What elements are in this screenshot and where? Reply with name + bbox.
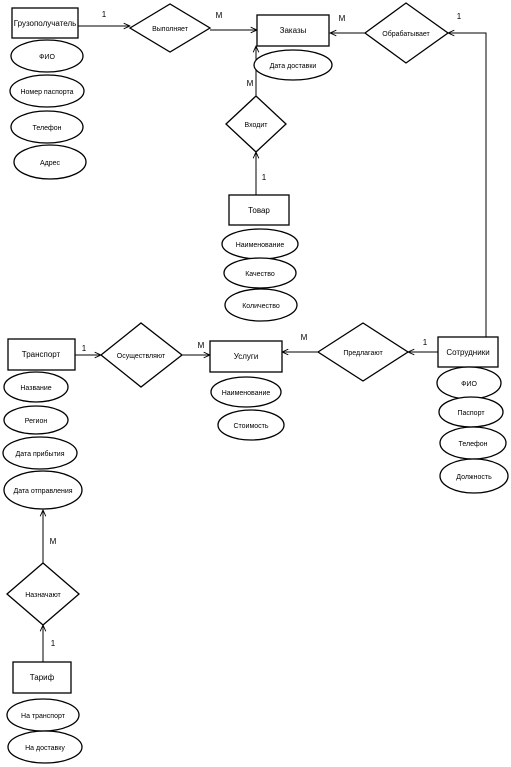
attribute-gruz-phone: Телефон — [10, 110, 84, 144]
cardinality-obrabatyvaet-left: М — [339, 14, 346, 23]
attribute-tarif-transport: На транспорт — [6, 698, 80, 732]
attribute-tovar-quality-label: Качество — [245, 271, 275, 278]
attribute-transport-region: Регион — [3, 405, 69, 435]
attribute-gruz-passport-label: Номер паспорта — [20, 89, 73, 96]
entity-sotrudniki: Сотрудники — [437, 336, 499, 368]
cardinality-osushch-right: М — [198, 341, 205, 350]
entity-uslugi: Услуги — [209, 340, 283, 373]
entity-tarif: Тариф — [12, 661, 72, 694]
attribute-gruz-fio: ФИО — [10, 39, 84, 73]
attribute-gruz-phone-label: Телефон — [32, 125, 61, 132]
attribute-transport-departure: Дата отправления — [3, 470, 83, 510]
attribute-tovar-name-label: Наименование — [236, 242, 285, 249]
cardinality-naznachaet-top: М — [50, 537, 57, 546]
entity-tovar-label: Товар — [248, 206, 270, 215]
attribute-tovar-quantity-label: Количество — [242, 303, 280, 310]
relationship-vypolnyaet-label: Выполняет — [152, 26, 189, 33]
attribute-tarif-delivery: На доставку — [7, 730, 83, 764]
relationship-obrabatyvaet-label: Обрабатывает — [382, 30, 430, 38]
cardinalities: 1 М М 1 М 1 1 М М 1 М 1 — [50, 10, 462, 648]
attribute-zakazy-date-label: Дата доставки — [270, 63, 317, 70]
attribute-sotrudniki-phone-label: Телефон — [458, 441, 487, 448]
attribute-gruz-passport: Номер паспорта — [9, 74, 85, 108]
attribute-sotrudniki-phone: Телефон — [439, 426, 507, 460]
attribute-sotrudniki-passport-label: Паспорт — [457, 410, 485, 417]
cardinality-naznachaet-bottom: 1 — [51, 639, 56, 648]
relationship-obrabatyvaet: Обрабатывает — [363, 2, 450, 64]
relationship-vkhodit: Входит — [225, 95, 287, 153]
cardinality-predlagaet-left: М — [301, 333, 308, 342]
cardinality-osushch-left: 1 — [82, 344, 87, 353]
entity-uslugi-label: Услуги — [234, 352, 259, 361]
attribute-sotrudniki-passport: Паспорт — [438, 396, 504, 428]
attribute-transport-departure-label: Дата отправления — [13, 488, 72, 495]
attribute-transport-name-label: Название — [20, 385, 51, 392]
entity-sotrudniki-label: Сотрудники — [446, 348, 489, 357]
entity-transport: Транспорт — [7, 338, 76, 371]
attribute-transport-arrival-label: Дата прибытия — [16, 450, 65, 458]
attribute-transport-region-label: Регион — [25, 418, 48, 425]
attribute-tarif-transport-label: На транспорт — [21, 713, 66, 720]
relationship-vypolnyaet: Выполняет — [128, 3, 212, 53]
relationship-predlagaet: Предлагают — [316, 322, 410, 382]
relationship-naznachaet-label: Назначают — [25, 592, 61, 599]
cardinality-predlagaet-right: 1 — [423, 338, 428, 347]
attribute-zakazy-date: Дата доставки — [253, 49, 333, 81]
attribute-transport-arrival: Дата прибытия — [2, 436, 78, 470]
entity-gruzopoluchatel: Грузополучатель — [11, 7, 79, 39]
attributes: ФИО Номер паспорта Телефон Адрес Дата до… — [2, 39, 509, 764]
cardinality-vkhodit-bottom: 1 — [262, 173, 267, 182]
entity-gruzopoluchatel-label: Грузополучатель — [14, 19, 77, 28]
relationship-naznachaet: Назначают — [6, 562, 80, 626]
entities: Грузополучатель Заказы Товар Транспорт У… — [7, 7, 499, 694]
relationship-vkhodit-label: Входит — [245, 122, 269, 129]
attribute-tovar-name: Наименование — [221, 228, 299, 260]
relationship-osushchestvlyaet-label: Осуществляют — [117, 353, 166, 360]
relationship-osushchestvlyaet: Осуществляют — [99, 322, 184, 388]
cardinality-vypolnyaet-left: 1 — [102, 10, 107, 19]
attribute-transport-name: Название — [3, 371, 69, 403]
cardinality-vypolnyaet-right: М — [216, 11, 223, 20]
attribute-tarif-delivery-label: На доставку — [25, 745, 65, 752]
attribute-sotrudniki-fio: ФИО — [436, 366, 502, 400]
relationship-predlagaet-label: Предлагают — [343, 350, 383, 357]
attribute-sotrudniki-position-label: Должность — [456, 474, 492, 481]
attribute-tovar-quantity: Количество — [224, 288, 298, 322]
attribute-sotrudniki-fio-label: ФИО — [461, 381, 477, 388]
cardinality-obrabatyvaet-right: 1 — [457, 12, 462, 21]
connectors — [43, 26, 487, 662]
attribute-uslugi-name: Наименование — [210, 376, 282, 408]
attribute-gruz-address: Адрес — [13, 144, 87, 180]
entity-transport-label: Транспорт — [22, 350, 61, 359]
attribute-uslugi-cost: Стоимость — [217, 409, 285, 441]
entity-tarif-label: Тариф — [30, 673, 55, 682]
entity-tovar: Товар — [228, 194, 290, 226]
attribute-uslugi-name-label: Наименование — [222, 390, 271, 397]
entity-zakazy-label: Заказы — [280, 26, 307, 35]
relationships: Выполняет Обрабатывает Входит Осуществля… — [6, 2, 450, 626]
connector-sotrudniki-obrabatyvaet — [448, 33, 487, 337]
cardinality-vkhodit-top: М — [247, 79, 254, 88]
attribute-tovar-quality: Качество — [223, 257, 297, 289]
attribute-gruz-fio-label: ФИО — [39, 54, 55, 61]
attribute-uslugi-cost-label: Стоимость — [233, 423, 268, 430]
attribute-sotrudniki-position: Должность — [439, 458, 509, 494]
attribute-gruz-address-label: Адрес — [40, 160, 61, 167]
entity-zakazy: Заказы — [256, 14, 330, 47]
